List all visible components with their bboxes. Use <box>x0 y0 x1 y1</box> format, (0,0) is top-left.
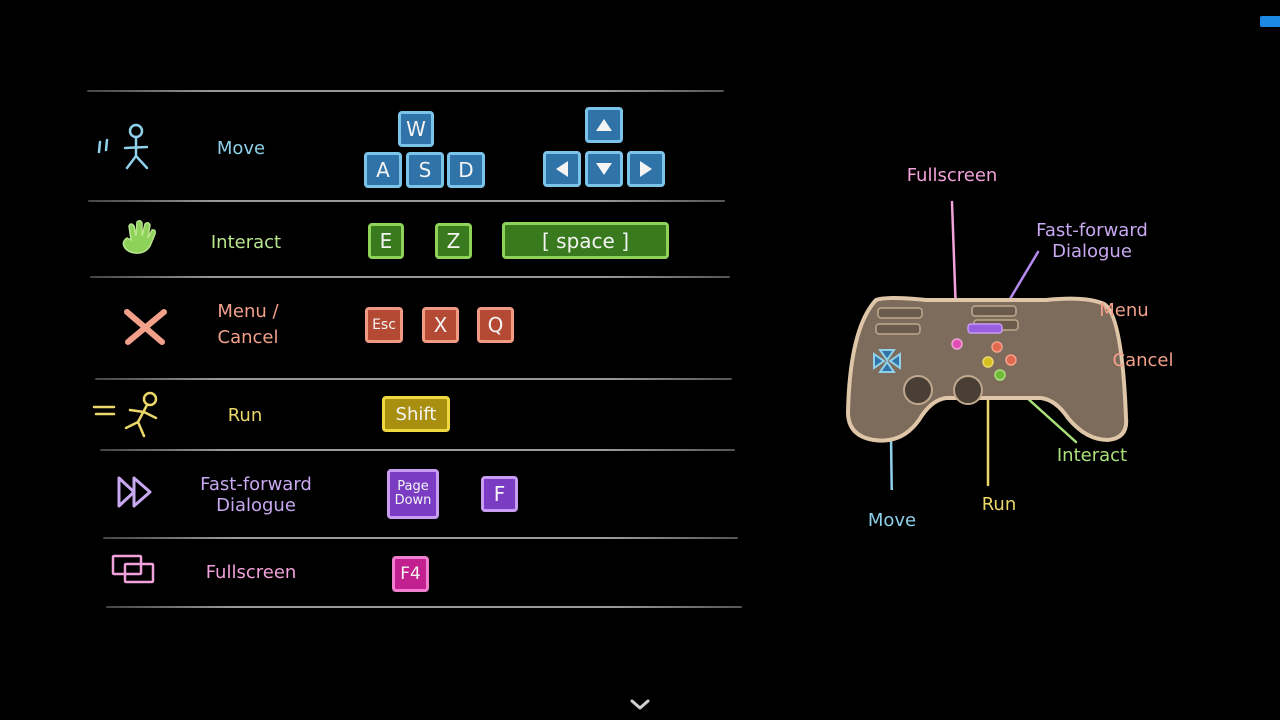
key-z: Z <box>435 223 472 259</box>
key-s: S <box>406 152 444 188</box>
pad-label-ffwd-line2: Dialogue <box>1052 241 1132 262</box>
divider <box>100 449 735 451</box>
row-label-ffwd-line2: Dialogue <box>216 495 296 516</box>
pad-label-fast-forward: Fast-forward Dialogue <box>1028 220 1156 262</box>
divider <box>87 90 724 92</box>
row-label-run: Run <box>227 405 263 426</box>
key-page-down: Page Down <box>387 469 439 519</box>
divider <box>103 537 738 539</box>
key-shift: Shift <box>382 396 450 432</box>
row-label-menu-cancel: Menu / Cancel <box>200 301 296 348</box>
cross-cancel-icon <box>124 309 167 345</box>
key-esc: Esc <box>365 307 403 343</box>
pad-label-cancel: Cancel <box>1112 350 1174 371</box>
divider <box>90 276 730 278</box>
pad-label-ffwd-line1: Fast-forward <box>1036 220 1148 241</box>
down-arrow-key <box>585 151 623 187</box>
key-f: F <box>481 476 518 512</box>
key-page-down-line1: Page <box>397 479 429 494</box>
key-e: E <box>368 223 404 259</box>
pad-label-move: Move <box>867 510 917 531</box>
pad-label-menu: Menu <box>1099 300 1149 321</box>
fullscreen-windows-icon <box>111 554 155 584</box>
fast-forward-icon <box>117 476 152 508</box>
left-arrow-icon <box>556 161 568 177</box>
up-arrow-key <box>585 107 623 143</box>
row-label-menu-line: Menu / <box>217 301 279 322</box>
divider <box>95 378 732 380</box>
left-arrow-key <box>543 151 581 187</box>
pad-label-fullscreen: Fullscreen <box>906 165 998 186</box>
divider <box>106 606 742 608</box>
hand-interact-icon <box>122 219 156 254</box>
right-arrow-key <box>627 151 665 187</box>
key-w: W <box>398 111 434 147</box>
key-x: X <box>422 307 459 343</box>
row-label-fullscreen: Fullscreen <box>205 562 297 583</box>
key-q: Q <box>477 307 514 343</box>
running-figure-icon <box>92 391 158 438</box>
row-label-cancel-line: Cancel <box>217 327 279 348</box>
key-space: [ space ] <box>502 222 669 259</box>
down-arrow-icon <box>596 163 612 175</box>
divider <box>88 200 725 202</box>
row-label-fast-forward: Fast-forward Dialogue <box>190 474 322 516</box>
key-f4: F4 <box>392 556 429 592</box>
up-arrow-icon <box>596 119 612 131</box>
key-a: A <box>364 152 402 188</box>
row-label-ffwd-line1: Fast-forward <box>200 474 312 495</box>
stick-figure-move-icon <box>97 123 149 170</box>
pad-label-run: Run <box>981 494 1017 515</box>
pad-label-interact: Interact <box>1056 445 1128 466</box>
key-d: D <box>447 152 485 188</box>
right-arrow-icon <box>640 161 652 177</box>
gamepad-icon <box>846 200 1129 490</box>
chevron-down-icon[interactable] <box>629 698 651 712</box>
row-label-interact: Interact <box>210 232 282 253</box>
gamepad-badge-icon <box>1260 16 1280 27</box>
key-page-down-line2: Down <box>394 493 432 508</box>
row-label-move: Move <box>216 138 266 159</box>
